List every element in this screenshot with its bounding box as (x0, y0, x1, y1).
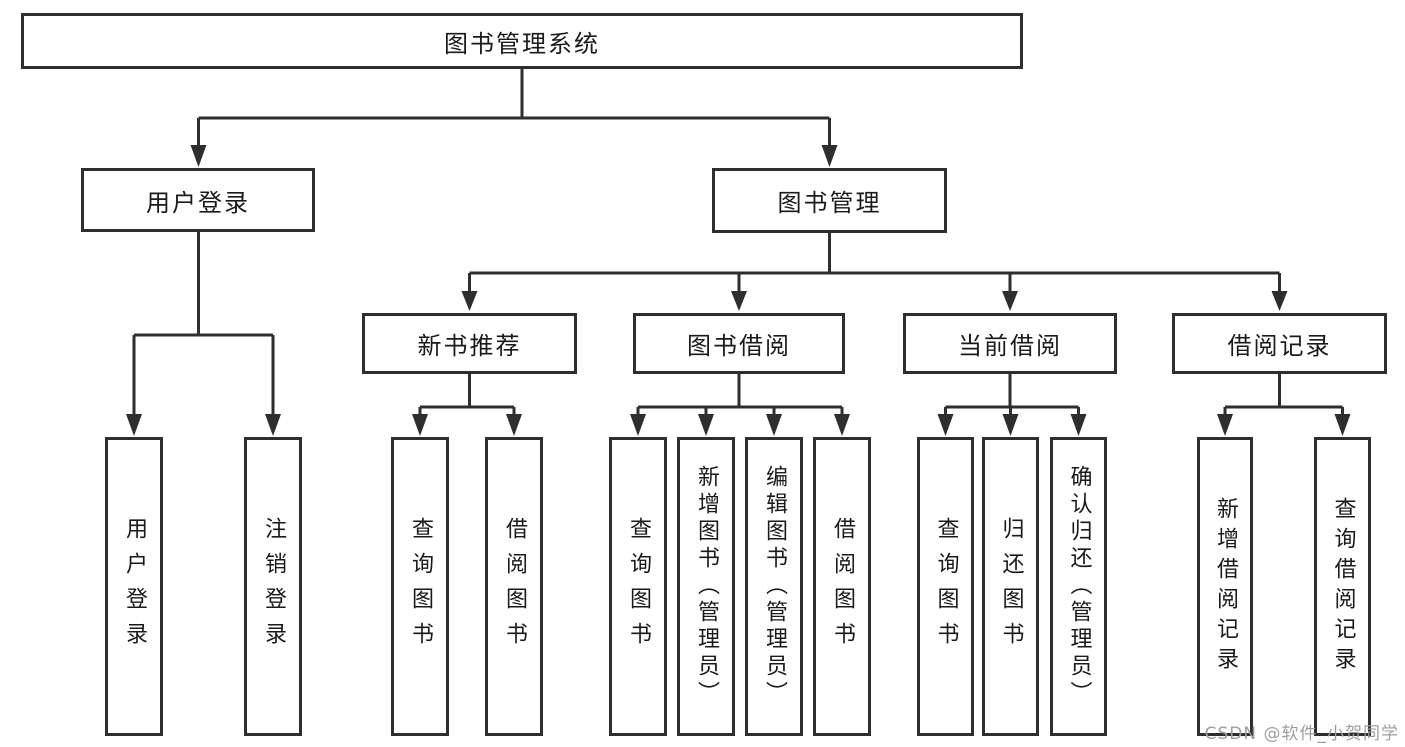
node-book-management-label: 图书管理 (777, 189, 882, 217)
leaf-borrow-books: 借阅图书 (813, 437, 871, 736)
leaf-add-borrow-record: 新增借阅记录 (1197, 437, 1253, 736)
leaf-add-borrow-record-label: 新增借阅记录 (1213, 496, 1238, 677)
node-borrowing-records: 借阅记录 (1172, 313, 1387, 374)
leaf-borrow-books-recommend: 借阅图书 (485, 437, 543, 736)
node-current-borrowing-label: 当前借阅 (958, 332, 1062, 360)
node-root-system: 图书管理系统 (21, 13, 1023, 69)
leaf-confirm-return-admin-label: 确认归还（管理员） (1066, 465, 1092, 708)
node-root-label: 图书管理系统 (444, 29, 600, 58)
leaf-return-books: 归还图书 (982, 437, 1039, 736)
leaf-borrow-books-label: 借阅图书 (830, 516, 855, 657)
node-current-borrowing: 当前借阅 (903, 313, 1117, 374)
leaf-borrow-books-recommend-label: 借阅图书 (502, 516, 527, 657)
leaf-add-books-admin: 新增图书（管理员） (677, 437, 735, 736)
leaf-query-books-borrowing-label: 查询图书 (626, 516, 651, 657)
node-new-book-recommend-label: 新书推荐 (417, 332, 522, 360)
node-book-management: 图书管理 (712, 168, 947, 233)
leaf-user-login: 用户登录 (105, 437, 163, 736)
leaf-query-books-borrowing: 查询图书 (609, 437, 667, 736)
leaf-query-borrow-record: 查询借阅记录 (1314, 437, 1371, 736)
leaf-user-login-label: 用户登录 (122, 516, 147, 657)
leaf-add-books-admin-label: 新增图书（管理员） (694, 465, 719, 708)
node-borrowing-records-label: 借阅记录 (1227, 332, 1332, 360)
csdn-watermark: CSDN @软件_小贺同学 (1204, 724, 1399, 744)
node-book-borrowing-label: 图书借阅 (687, 332, 791, 360)
node-user-login: 用户登录 (81, 168, 315, 232)
leaf-query-books-recommend: 查询图书 (391, 437, 449, 736)
leaf-logout: 注销登录 (244, 437, 302, 736)
leaf-query-borrow-record-label: 查询借阅记录 (1330, 496, 1356, 677)
node-user-login-label: 用户登录 (146, 188, 250, 217)
leaf-query-books-recommend-label: 查询图书 (408, 516, 433, 657)
leaf-query-books-current-label: 查询图书 (933, 516, 959, 657)
leaf-logout-label: 注销登录 (261, 516, 286, 657)
leaf-edit-books-admin: 编辑图书（管理员） (745, 437, 803, 736)
leaf-edit-books-admin-label: 编辑图书（管理员） (762, 465, 787, 708)
leaf-return-books-label: 归还图书 (998, 516, 1024, 657)
leaf-query-books-current: 查询图书 (917, 437, 974, 736)
node-new-book-recommend: 新书推荐 (362, 313, 577, 374)
leaf-confirm-return-admin: 确认归还（管理员） (1050, 437, 1107, 736)
node-book-borrowing: 图书借阅 (633, 313, 845, 374)
